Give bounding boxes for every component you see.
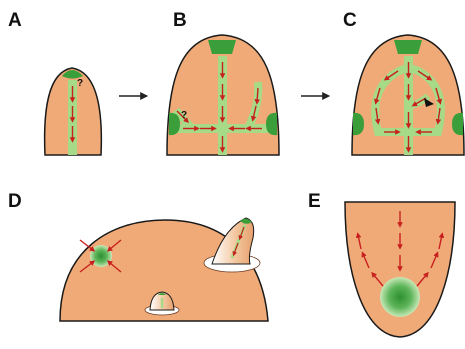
panel-label-d: D: [8, 191, 22, 212]
panel-b: ?: [167, 35, 279, 155]
panel-a: ?: [45, 68, 102, 155]
unknown-mark-a: ?: [77, 78, 83, 89]
panel-label-c: C: [343, 10, 357, 31]
flow-arrow-icon: [257, 88, 258, 102]
root-tip-primordium: [380, 277, 420, 317]
leaf-c-tip-primordium: [394, 40, 422, 54]
leaf-b-tip-primordium: [208, 40, 236, 54]
panel-c: [352, 35, 464, 155]
initiation-site-primordium: [90, 245, 112, 267]
panel-label-b: B: [173, 10, 187, 31]
panel-label-e: E: [308, 191, 321, 212]
panel-d: [60, 218, 268, 321]
panel-label-a: A: [8, 10, 22, 31]
panel-e: [345, 202, 455, 337]
unknown-mark-b: ?: [181, 110, 187, 121]
